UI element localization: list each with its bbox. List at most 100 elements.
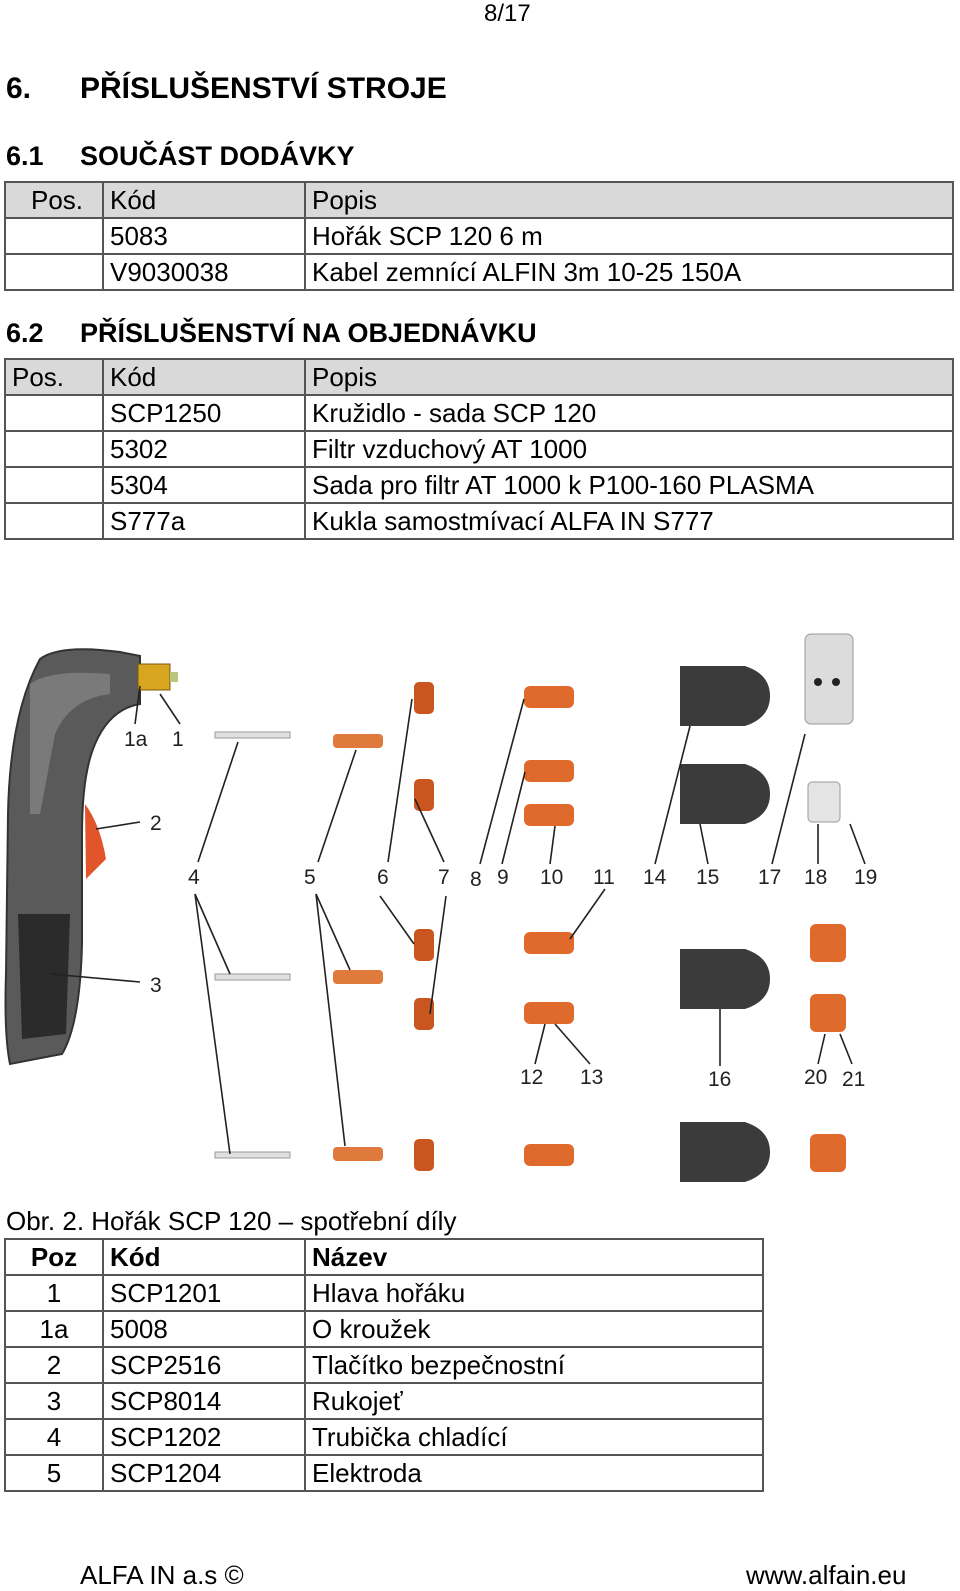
cell-desc: Sada pro filtr AT 1000 k P100-160 PLASMA [304,466,954,504]
accessories-table: Pos. Kód Popis SCP1250 Kružidlo - sada S… [4,358,954,540]
cell-code: SCP8014 [102,1382,306,1420]
cell-poz: 1a [4,1310,104,1348]
header-pos: Pos. [4,358,104,396]
ceramic-spacer-illustration [807,781,841,823]
diagram-label-7: 7 [438,866,450,889]
cell-pos [4,466,104,504]
cell-desc: Kukla samostmívací ALFA IN S777 [304,502,954,540]
cell-pos [4,502,104,540]
table-row: 3 SCP8014 Rukojeť [4,1382,764,1420]
cell-poz: 4 [4,1418,104,1456]
drag-tip-illustration [810,924,846,962]
nozzle-illustration [524,760,574,782]
table-row: 2 SCP2516 Tlačítko bezpečnostní [4,1346,764,1384]
drag-tip-illustration [810,1134,846,1172]
cell-code: S777a [102,502,306,540]
cell-code: 5302 [102,430,306,468]
cell-pos [4,394,104,432]
header-desc: Popis [304,181,954,219]
cell-desc: Hořák SCP 120 6 m [304,217,954,255]
footer-website-link[interactable]: www.alfain.eu [746,1560,907,1590]
diagram-label-16: 16 [708,1068,731,1091]
table-row: SCP1250 Kružidlo - sada SCP 120 [4,394,954,432]
drag-tip-illustration [810,994,846,1032]
cell-code: SCP2516 [102,1346,306,1384]
shield-cup-illustration [680,1122,770,1182]
cell-poz: 1 [4,1274,104,1312]
table-row: 5304 Sada pro filtr AT 1000 k P100-160 P… [4,466,954,504]
diagram-label-14: 14 [643,866,667,889]
header-pos: Pos. [4,181,104,219]
caption-text: Hořák SCP 120 – spotřební díly [91,1206,457,1236]
diagram-label-15: 15 [696,866,719,889]
section-number: 6. [6,72,32,105]
header-code: Kód [102,181,306,219]
subsection-number: 6.2 [6,318,44,348]
diagram-label-11: 11 [593,866,615,889]
cell-name: Rukojeť [304,1382,764,1420]
o-ring-illustration [170,672,178,682]
footer-company: ALFA IN a.s © [80,1560,244,1590]
diagram-label-3: 3 [150,974,162,997]
header-poz: Poz [4,1238,104,1276]
swirl-ring-illustration [414,1139,434,1171]
figure-caption: Obr. 2. Hořák SCP 120 – spotřební díly [6,1206,456,1237]
shield-cup-illustration [680,949,770,1009]
spacer-illustration [804,633,854,725]
table-row: S777a Kukla samostmívací ALFA IN S777 [4,502,954,540]
electrode-illustration [333,1147,383,1161]
shield-cup-illustration [680,764,770,824]
swirl-ring-illustration [414,998,434,1030]
cell-code: V9030038 [102,253,306,291]
cell-code: 5304 [102,466,306,504]
parts-table: Poz Kód Název 1 SCP1201 Hlava hořáku 1a … [4,1238,764,1492]
table-row: 5083 Hořák SCP 120 6 m [4,217,954,255]
cell-name: Elektroda [304,1454,764,1492]
nozzle-illustration [524,932,574,954]
page-number: 8/17 [484,0,531,27]
table-row: V9030038 Kabel zemnící ALFIN 3m 10-25 15… [4,253,954,291]
diagram-label-18: 18 [804,866,827,889]
cell-name: Tlačítko bezpečnostní [304,1346,764,1384]
header-desc: Popis [304,358,954,396]
cell-code: SCP1204 [102,1454,306,1492]
cell-code: SCP1202 [102,1418,306,1456]
diagram-label-10: 10 [540,866,563,889]
grip-illustration [18,914,70,1039]
diagram-label-8: 8 [470,868,482,891]
cell-code: 5008 [102,1310,306,1348]
cell-poz: 2 [4,1346,104,1384]
diagram-label-4: 4 [188,866,200,889]
nozzle-illustration [524,804,574,826]
torch-head-illustration [137,663,171,691]
swirl-ring-illustration [414,929,434,961]
cell-desc: Filtr vzduchový AT 1000 [304,430,954,468]
cell-name: Trubička chladící [304,1418,764,1456]
header-code: Kód [102,1238,306,1276]
cell-code: SCP1250 [102,394,306,432]
header-code: Kód [102,358,306,396]
shield-cup-illustration [680,666,770,726]
subsection-heading-order: 6.2 PŘÍSLUŠENSTVÍ NA OBJEDNÁVKU [6,318,537,349]
cell-pos [4,430,104,468]
cooling-tube-illustration [214,973,291,981]
cell-poz: 5 [4,1454,104,1492]
cell-desc: Kabel zemnící ALFIN 3m 10-25 150A [304,253,954,291]
cell-pos [4,217,104,255]
nozzle-illustration [524,1144,574,1166]
swirl-ring-illustration [414,682,434,714]
trigger-illustration [85,804,106,879]
table-row: 4 SCP1202 Trubička chladící [4,1418,764,1456]
table-header-row: Pos. Kód Popis [4,358,954,396]
diagram-label-17: 17 [758,866,781,889]
diagram-label-1: 1 [172,728,184,751]
spacer-hole [832,678,840,686]
torch-exploded-diagram: 1a 1 2 3 4 5 6 7 8 9 10 11 14 15 17 18 1… [4,633,877,1182]
subsection-title: PŘÍSLUŠENSTVÍ NA OBJEDNÁVKU [80,318,537,348]
spacer-hole [814,678,822,686]
cell-name: O kroužek [304,1310,764,1348]
diagram-label-19: 19 [854,866,877,889]
supply-table: Pos. Kód Popis 5083 Hořák SCP 120 6 m V9… [4,181,954,291]
diagram-label-21: 21 [842,1068,865,1091]
